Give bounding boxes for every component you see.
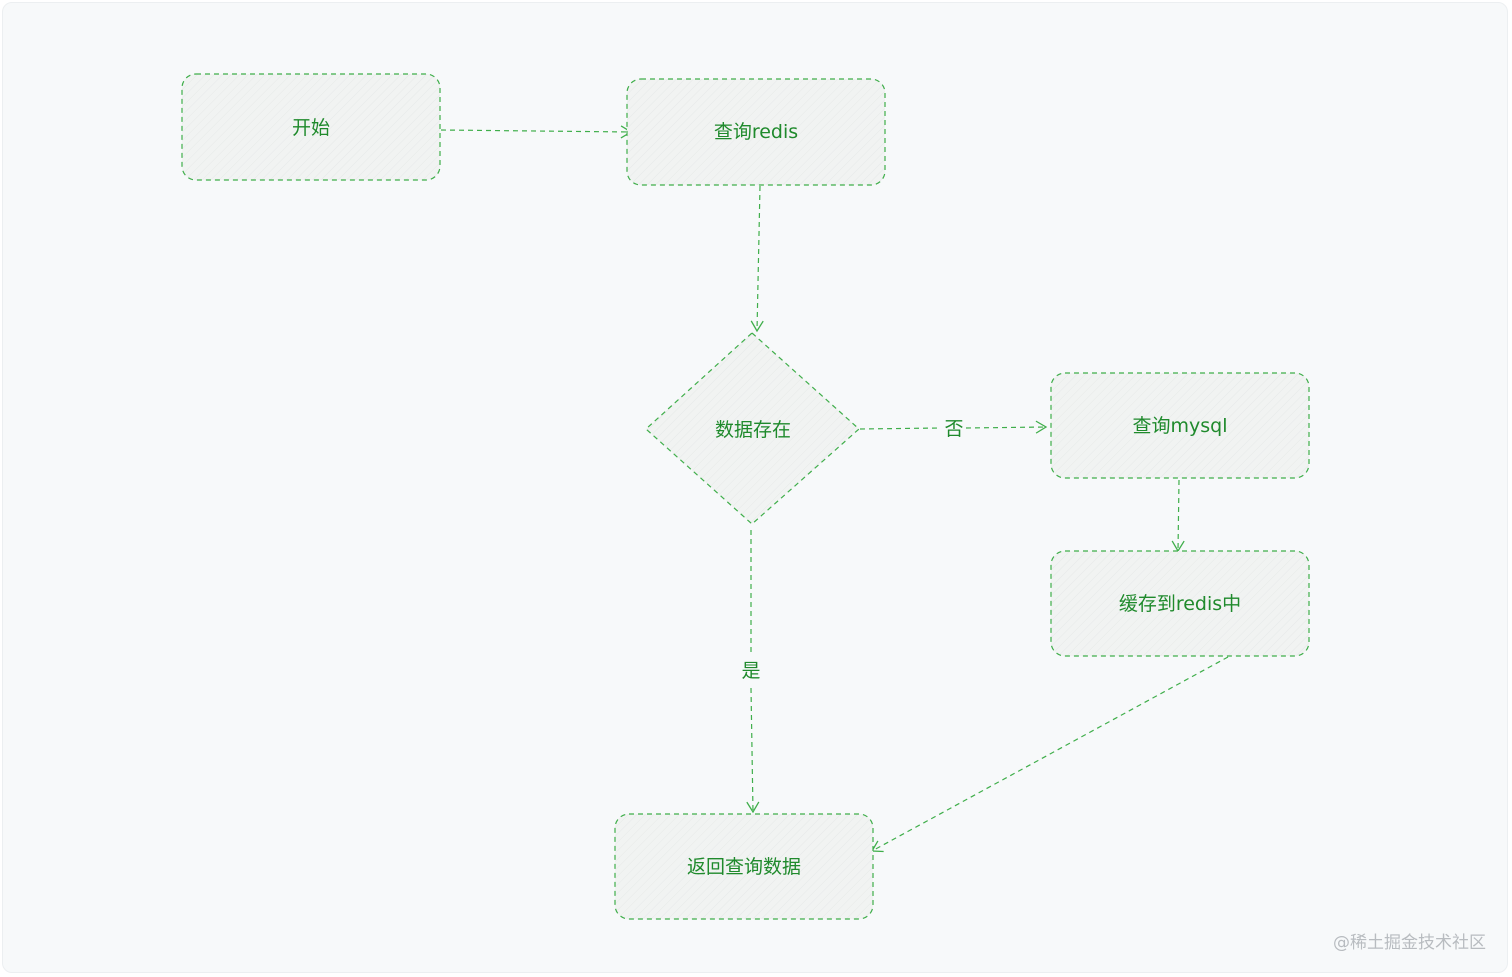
node-query-redis-label: 查询redis (714, 121, 798, 143)
node-data-exists-label: 数据存在 (715, 419, 791, 441)
watermark: @稀土掘金技术社区 (1333, 933, 1486, 953)
node-cache-to-redis[interactable]: 缓存到redis中 (1050, 550, 1310, 657)
edge-decision-to-return-b (746, 687, 760, 814)
node-return-data-label: 返回查询数据 (687, 856, 801, 878)
edge-query-redis-to-decision (750, 185, 764, 333)
node-start-label: 开始 (292, 117, 330, 139)
edge-cache-to-return (870, 656, 1229, 853)
edges (440, 125, 1229, 853)
node-cache-to-redis-label: 缓存到redis中 (1119, 593, 1241, 615)
edge-query-mysql-to-cache (1171, 479, 1185, 553)
node-return-data[interactable]: 返回查询数据 (614, 813, 874, 920)
node-query-mysql-label: 查询mysql (1133, 415, 1228, 437)
edge-label-no: 否 (944, 418, 963, 440)
edge-decision-to-query-mysql-b (965, 420, 1048, 434)
edge-decision-to-query-mysql-a (859, 427, 941, 430)
node-start[interactable]: 开始 (181, 73, 441, 181)
node-query-redis[interactable]: 查询redis (626, 78, 886, 186)
edge-start-to-query-redis (440, 125, 633, 139)
node-data-exists-decision[interactable]: 数据存在 (645, 332, 860, 525)
edge-label-yes: 是 (741, 660, 760, 682)
node-query-mysql[interactable]: 查询mysql (1050, 372, 1310, 479)
